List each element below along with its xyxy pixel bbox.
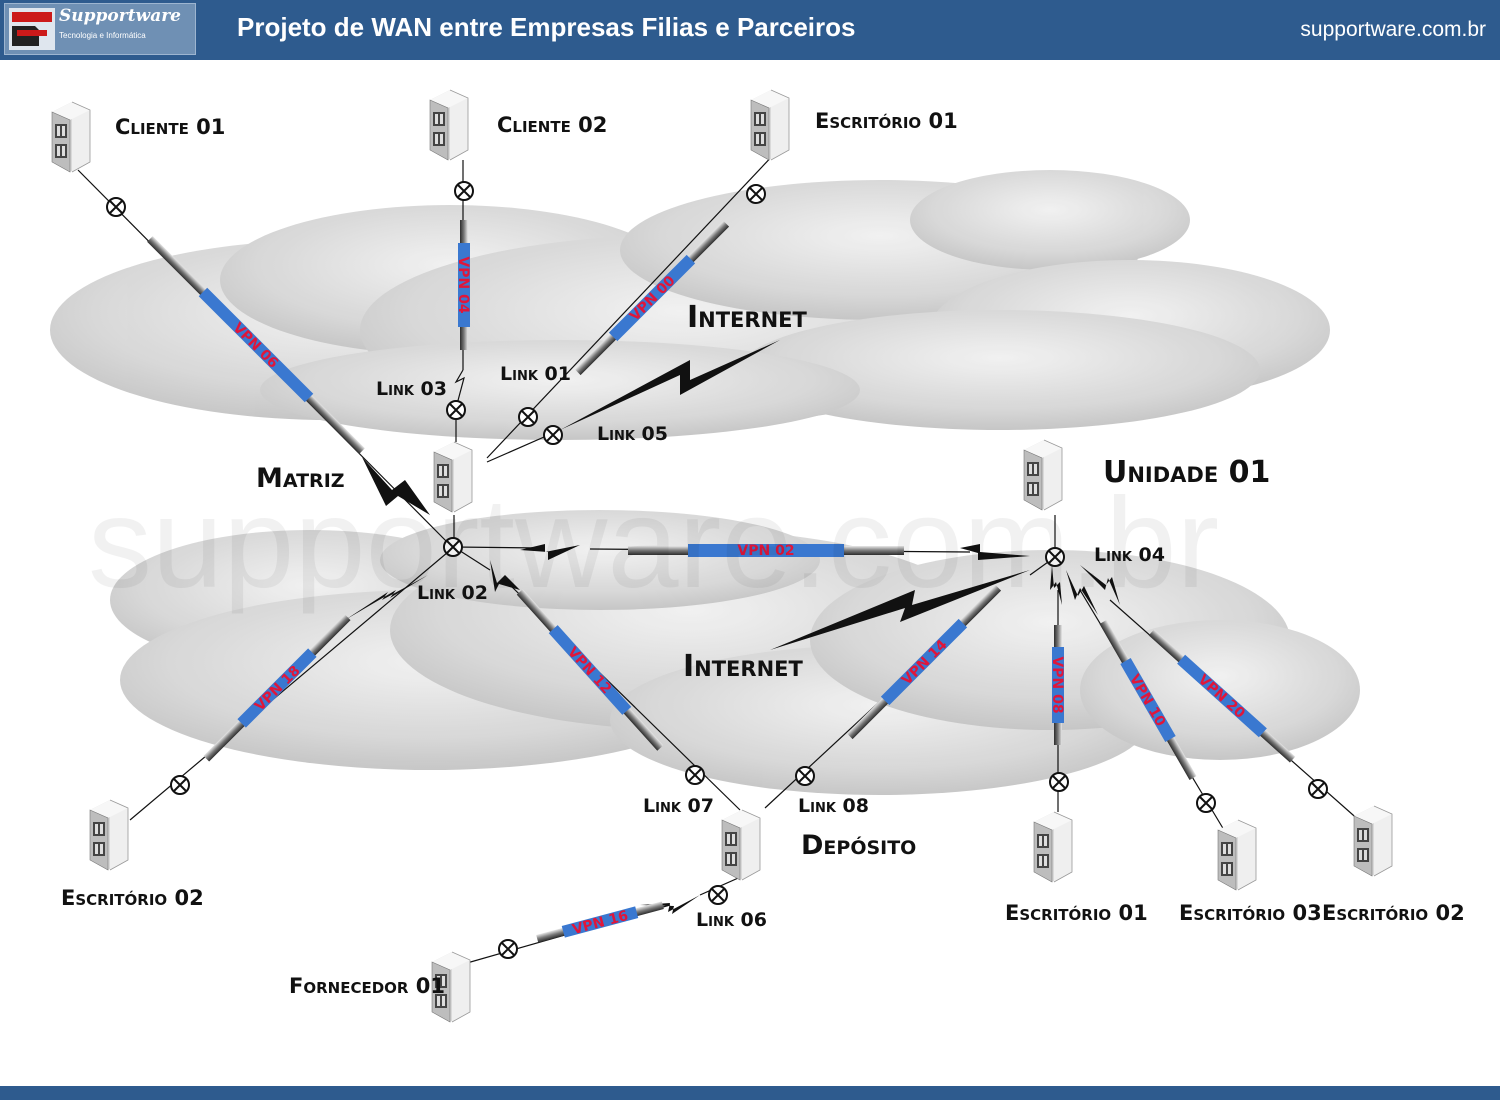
router-icon bbox=[543, 425, 563, 445]
building-icon-cliente02 bbox=[429, 89, 469, 161]
logo-name: Supportware bbox=[59, 6, 181, 26]
router-icon bbox=[443, 537, 463, 557]
vpn-16-label: VPN 16 bbox=[571, 908, 630, 938]
router-icon bbox=[1045, 547, 1065, 567]
node-cliente-01: Cliente 01 bbox=[115, 115, 226, 139]
node-escritorio-01-right: Escritório 01 bbox=[1005, 901, 1148, 925]
node-cliente-02: Cliente 02 bbox=[497, 113, 608, 137]
router-icon bbox=[1196, 793, 1216, 813]
node-deposito: Depósito bbox=[801, 830, 917, 861]
router-icon bbox=[106, 197, 126, 217]
node-matriz: Matriz bbox=[256, 463, 345, 494]
link-07-label: Link 07 bbox=[643, 795, 714, 817]
vpn-02-label: VPN 02 bbox=[737, 543, 794, 559]
node-fornecedor-01: Fornecedor 01 bbox=[289, 974, 445, 998]
building-icon-deposito bbox=[721, 809, 761, 881]
page-title: Projeto de WAN entre Empresas Filias e P… bbox=[237, 12, 856, 42]
router-icon bbox=[498, 939, 518, 959]
building-icon-escritorio02-right bbox=[1353, 805, 1393, 877]
vpn-16-tube: VPN 16 bbox=[536, 901, 664, 943]
router-icon bbox=[518, 407, 538, 427]
node-escritorio-03-right: Escritório 03 bbox=[1179, 901, 1322, 925]
router-icon bbox=[446, 400, 466, 420]
building-icon-escritorio01-right bbox=[1033, 811, 1073, 883]
vpn-04-label: VPN 04 bbox=[455, 256, 471, 313]
site-url[interactable]: supportware.com.br bbox=[1300, 18, 1486, 41]
router-icon bbox=[685, 765, 705, 785]
link-01-label: Link 01 bbox=[500, 363, 571, 385]
internet-cloud-bottom bbox=[110, 510, 1360, 795]
internet-cloud-top bbox=[50, 170, 1330, 440]
router-icon bbox=[1308, 779, 1328, 799]
link-02-label: Link 02 bbox=[417, 582, 488, 604]
building-icon-cliente01 bbox=[51, 101, 91, 173]
router-icon bbox=[708, 885, 728, 905]
router-icon bbox=[746, 184, 766, 204]
wan-diagram: VPN 06 VPN 04 VPN 00 VPN 02 VPN 18 VPN 1… bbox=[50, 89, 1393, 1023]
vpn-08-tube: VPN 08 bbox=[1049, 625, 1065, 745]
vpn-02-tube: VPN 02 bbox=[628, 543, 904, 559]
building-icon-escritorio02-left bbox=[89, 799, 129, 871]
router-icon bbox=[1049, 772, 1069, 792]
vpn-04-tube: VPN 04 bbox=[455, 220, 471, 350]
link-04-label: Link 04 bbox=[1094, 544, 1165, 566]
router-icon bbox=[795, 766, 815, 786]
link-03-label: Link 03 bbox=[376, 378, 447, 400]
router-icon bbox=[454, 181, 474, 201]
link-05-label: Link 05 bbox=[597, 423, 668, 445]
logo-mark-icon bbox=[9, 8, 55, 50]
watermark: supportware.com.br bbox=[88, 472, 1220, 615]
lightning-bolts bbox=[345, 340, 1120, 914]
building-icon-escritorio03-right bbox=[1217, 819, 1257, 891]
vpn-08-label: VPN 08 bbox=[1049, 656, 1065, 713]
router-icon bbox=[170, 775, 190, 795]
cloud-label-internet-top: Internet bbox=[687, 300, 807, 335]
building-icon-escritorio01-top bbox=[750, 89, 790, 161]
footer-bar bbox=[0, 1086, 1500, 1100]
node-escritorio-01-top: Escritório 01 bbox=[815, 109, 958, 133]
link-08-label: Link 08 bbox=[798, 795, 869, 817]
node-escritorio-02-left: Escritório 02 bbox=[61, 886, 204, 910]
node-escritorio-02-right: Escritório 02 bbox=[1322, 901, 1465, 925]
logo-tagline: Tecnologia e Informática bbox=[59, 31, 146, 40]
cloud-label-internet-bottom: Internet bbox=[683, 649, 803, 684]
link-06-label: Link 06 bbox=[696, 909, 767, 931]
router-markers bbox=[106, 181, 1328, 959]
logo: Supportware Tecnologia e Informática bbox=[4, 3, 196, 55]
header-bar: Supportware Tecnologia e Informática Pro… bbox=[0, 0, 1500, 60]
node-unidade-01: Unidade 01 bbox=[1103, 455, 1271, 490]
